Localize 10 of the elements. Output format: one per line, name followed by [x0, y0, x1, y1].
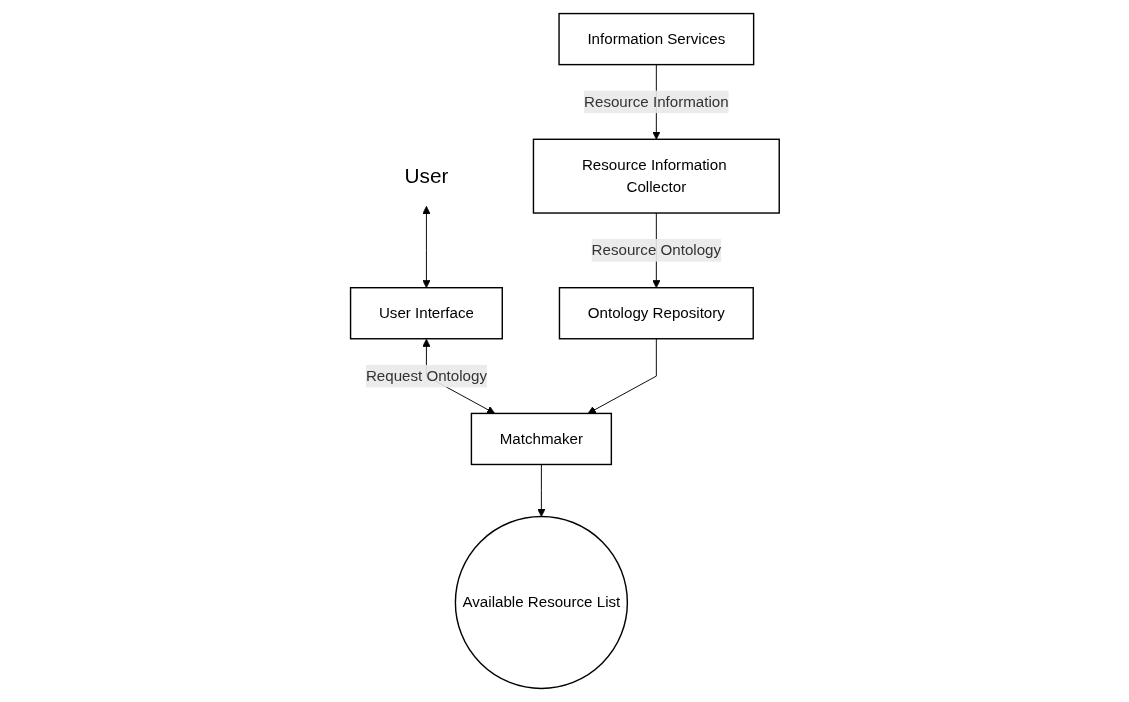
node-box: Ontology Repository — [558, 287, 754, 340]
node-circle: Available Resource List — [454, 515, 628, 690]
edge-label: Resource Information — [583, 93, 729, 110]
node-text: User — [404, 164, 448, 188]
node-box: Information Services — [557, 12, 754, 66]
node-box: Resource Information Collector — [532, 138, 780, 214]
edge-label: Request Ontology — [365, 367, 487, 384]
node-box: User Interface — [349, 287, 503, 340]
node-box: Matchmaker — [470, 412, 612, 466]
edge-label: Resource Ontology — [591, 241, 721, 258]
